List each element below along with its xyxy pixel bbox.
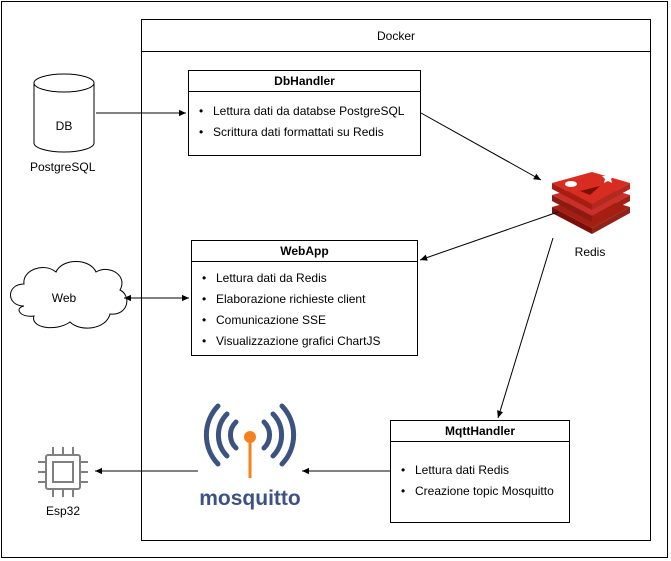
webapp-item: Comunicazione SSE [202,310,417,331]
mqtthandler-item: Creazione topic Mosquitto [401,481,569,502]
webapp-item: Visualizzazione grafici ChartJS [202,331,417,352]
webapp-box: WebApp Lettura dati da Redis Elaborazion… [191,240,418,356]
esp32-label: Esp32 [46,504,80,518]
database-label: DB [56,119,73,133]
mqtthandler-title: MqttHandler [391,421,569,442]
dbhandler-item: Lettura dati da databse PostgreSQL [199,101,420,122]
dbhandler-title: DbHandler [189,71,420,92]
dbhandler-item: Scrittura dati formattati su Redis [199,122,420,143]
mqtthandler-item: Lettura dati Redis [401,460,569,481]
arrow-redis-to-webapp [419,211,559,261]
mosquitto-logo-icon [203,403,297,478]
arrow-dbhandler-to-redis [420,112,542,181]
mqtthandler-box: MqttHandler Lettura dati Redis Creazione… [390,420,570,523]
redis-label: Redis [575,245,606,259]
docker-container: Docker [141,19,651,541]
database-icon [33,73,95,153]
redis-icon [552,172,630,234]
docker-title: Docker [142,20,650,52]
web-cloud-label: Web [52,291,77,305]
web-cloud-icon [10,261,128,329]
database-caption: PostgreSQL [30,160,96,174]
webapp-title: WebApp [192,241,417,262]
arrow-redis-to-mqtthandler [497,237,554,419]
dbhandler-box: DbHandler Lettura dati da databse Postgr… [188,70,421,156]
webapp-item: Lettura dati da Redis [202,268,417,289]
mosquitto-wordmark: mosquitto [199,487,300,510]
esp32-chip-icon [38,447,88,497]
webapp-item: Elaborazione richieste client [202,289,417,310]
